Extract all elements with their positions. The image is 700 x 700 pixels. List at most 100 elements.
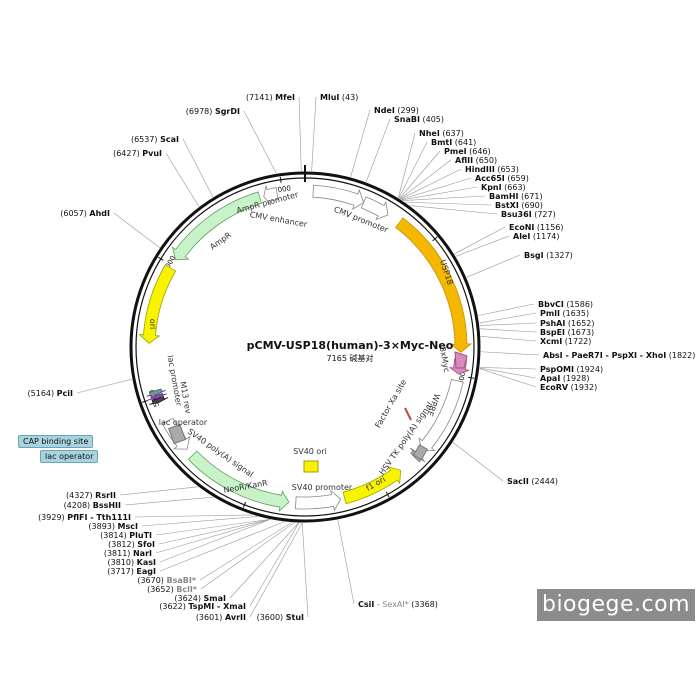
site-leader	[455, 235, 510, 257]
site-label-rsrii: (4327) RsrII	[66, 491, 116, 500]
site-leader	[401, 177, 472, 200]
site-leader	[466, 254, 521, 278]
site-label-acc65i: Acc65I (659)	[475, 174, 529, 183]
plasmid-title: pCMV-USP18(human)-3×Myc-Neo	[247, 339, 454, 352]
site-label-scai: (6537) ScaI	[131, 135, 179, 144]
site-label-pshai: PshAI (1652)	[540, 319, 595, 328]
site-label-xcmi: XcmI (1722)	[540, 337, 591, 346]
plasmid-size: 7165 碱基对	[327, 353, 374, 363]
feature-label-factor-xa-site: Factor Xa site	[373, 378, 408, 430]
site-leader	[397, 132, 416, 198]
feature-ampr-promoter	[263, 185, 279, 206]
site-label-absi-paer7i-pspxi-xhoi: AbsI - PaeR7I - PspXI - XhoI (1822)	[543, 351, 695, 360]
site-leader	[399, 150, 441, 199]
site-label-econi: EcoNI (1156)	[509, 223, 564, 232]
watermark: biogege.com	[537, 589, 695, 621]
site-leader	[182, 138, 214, 198]
feature-m13-rev	[149, 396, 169, 405]
site-label-bbvci: BbvCI (1586)	[538, 300, 593, 309]
site-leader	[113, 212, 160, 248]
site-leader	[229, 522, 299, 599]
site-leader	[159, 519, 271, 563]
site-leader	[479, 322, 537, 326]
site-leader	[405, 201, 492, 206]
tick-label: 2000	[456, 366, 467, 385]
tick-mark	[242, 501, 247, 508]
site-leader	[337, 519, 355, 605]
site-leader	[141, 516, 258, 527]
site-label-kasi: (3810) KasI	[108, 558, 157, 567]
site-leader	[454, 226, 506, 255]
site-label-bmti: BmtI (641)	[431, 138, 476, 147]
site-label-hindiii: HindIII (653)	[465, 165, 519, 174]
tick-label: 7000	[273, 184, 292, 194]
site-leader	[409, 205, 498, 215]
site-label-alei: AleI (1174)	[513, 232, 560, 241]
site-leader	[165, 152, 200, 207]
site-label-bsabi: (3670) BsaBI*	[137, 576, 196, 585]
site-label-apai: ApaI (1928)	[540, 374, 589, 383]
site-label-nari: (3811) NarI	[104, 549, 152, 558]
site-label-csii: CsiI - SexAI* (3368)	[358, 600, 438, 609]
feature-f1-ori	[342, 466, 402, 505]
feature-label-lac-promoter: lac promoter	[166, 355, 184, 408]
site-leader	[479, 367, 537, 379]
site-leader	[199, 522, 292, 581]
site-leader	[119, 486, 199, 496]
site-label-mfei: (7141) MfeI	[246, 93, 295, 102]
feature-lac-operator	[147, 392, 167, 401]
site-leader	[400, 168, 462, 200]
feature-wpre	[418, 378, 464, 452]
site-leader	[298, 96, 302, 172]
site-leader-lines	[76, 96, 540, 618]
site-label-mlui: MluI (43)	[320, 93, 358, 102]
site-leader	[480, 328, 537, 333]
site-leader	[480, 351, 540, 356]
site-leader	[402, 195, 486, 201]
site-label-pmli: PmlI (1635)	[540, 309, 589, 318]
site-label-eagi: (3717) EagI	[107, 567, 156, 576]
feature-label-3xmyc: 3xMyc	[438, 346, 451, 373]
site-leader	[365, 118, 391, 183]
site-label-ndei: NdeI (299)	[374, 106, 419, 115]
site-label-snabi: SnaBI (405)	[394, 115, 444, 124]
site-leader	[479, 367, 537, 370]
site-label-ecorv: EcoRV (1932)	[540, 383, 597, 392]
feature-sv40-promoter	[294, 489, 342, 512]
site-label-pvui: (6427) PvuI	[113, 149, 162, 158]
site-label-bspei: BspEI (1673)	[540, 328, 594, 337]
feature-label-sv40-ori: SV40 ori	[293, 447, 327, 456]
site-leader	[479, 312, 537, 324]
feature-ori	[138, 264, 177, 344]
feature-arrows	[138, 184, 473, 513]
lac-operator-tag: lac operator	[40, 450, 99, 463]
site-leader	[76, 378, 133, 394]
feature-usp18	[395, 217, 473, 353]
tick-mark	[385, 491, 390, 498]
site-leader	[243, 110, 277, 174]
feature-neor-kanr	[187, 450, 290, 513]
site-leader	[200, 522, 295, 590]
site-label-bsshii: (4208) BssHII	[64, 501, 121, 510]
feature-hsv-tk-polya-box	[412, 444, 429, 461]
feature-label-ampr: AmpR	[208, 230, 233, 251]
site-label-sfoi: (3812) SfoI	[108, 540, 155, 549]
site-label-bsu36i: Bsu36I (727)	[501, 210, 556, 219]
tick-mark	[432, 236, 438, 242]
tick-mark	[468, 376, 475, 379]
site-leader	[311, 96, 317, 172]
feature-sv40-ori	[303, 460, 319, 473]
site-leader	[480, 336, 537, 342]
site-leader	[159, 521, 285, 572]
site-label-pcii: (5164) PciI	[28, 389, 74, 398]
site-leader	[301, 522, 309, 618]
site-leader	[249, 522, 303, 618]
tick-mark	[158, 256, 164, 261]
site-label-sgrdi: (6978) SgrDI	[186, 107, 240, 116]
site-label-bamhi: BamHI (671)	[489, 192, 543, 201]
site-label-avrii: (3601) AvrII	[196, 613, 246, 622]
site-label-pspomi: PspOMI (1924)	[540, 365, 603, 374]
site-leader	[124, 496, 214, 506]
feature-3xmyc-marker	[454, 351, 468, 369]
site-label-stui: (3600) StuI	[257, 613, 304, 622]
